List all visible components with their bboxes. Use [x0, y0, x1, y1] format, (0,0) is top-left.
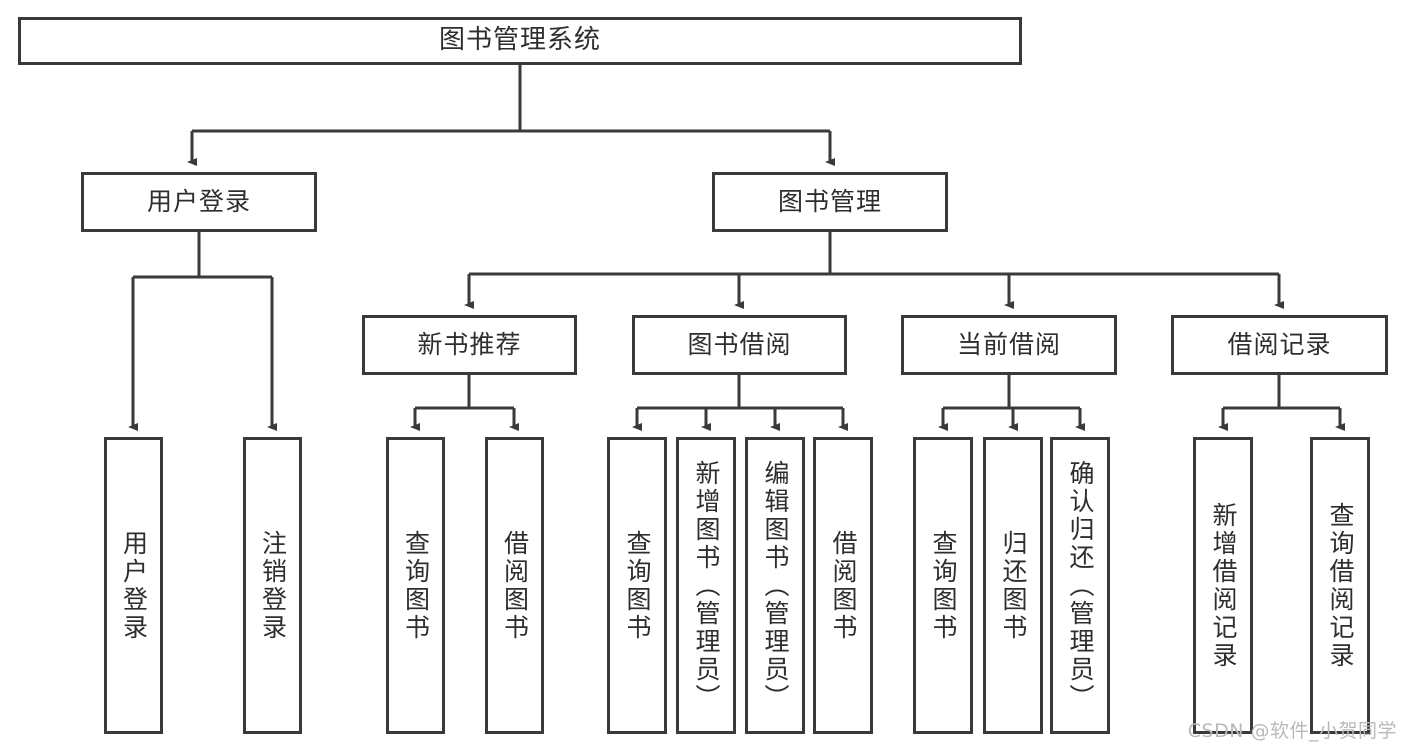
leaf-book-borrow-add-label: 新增图书（管理员） — [692, 459, 721, 712]
leaf-user-login-login[interactable]: 用户登录 — [104, 437, 163, 734]
node-book-management[interactable]: 图书管理 — [712, 172, 948, 232]
node-book-borrow-label: 图书借阅 — [687, 330, 792, 359]
node-borrow-records[interactable]: 借阅记录 — [1171, 315, 1388, 375]
leaf-new-book-borrow-label: 借阅图书 — [500, 529, 530, 642]
leaf-borrow-records-add[interactable]: 新增借阅记录 — [1193, 437, 1253, 734]
node-current-borrow-label: 当前借阅 — [956, 330, 1061, 359]
node-root-book-management-system[interactable]: 图书管理系统 — [18, 17, 1022, 65]
watermark-text: CSDN @软件_小贺同学 — [1187, 720, 1397, 742]
leaf-user-login-logout[interactable]: 注销登录 — [243, 437, 302, 734]
leaf-current-borrow-confirm-label: 确认归还（管理员） — [1066, 459, 1095, 712]
node-new-book-recommend-label: 新书推荐 — [417, 330, 522, 359]
leaf-user-login-logout-label: 注销登录 — [258, 529, 288, 642]
leaf-book-borrow-borrow[interactable]: 借阅图书 — [813, 437, 873, 734]
leaf-user-login-login-label: 用户登录 — [119, 529, 149, 642]
leaf-current-borrow-return-label: 归还图书 — [999, 529, 1028, 642]
leaf-current-borrow-return[interactable]: 归还图书 — [983, 437, 1043, 734]
node-book-management-label: 图书管理 — [777, 187, 882, 216]
leaf-new-book-query[interactable]: 查询图书 — [386, 437, 445, 734]
node-user-login[interactable]: 用户登录 — [81, 172, 317, 232]
leaf-current-borrow-query-label: 查询图书 — [929, 529, 958, 642]
leaf-book-borrow-edit-label: 编辑图书（管理员） — [761, 459, 790, 712]
node-current-borrow[interactable]: 当前借阅 — [901, 315, 1117, 375]
node-book-borrow[interactable]: 图书借阅 — [632, 315, 847, 375]
leaf-book-borrow-edit[interactable]: 编辑图书（管理员） — [745, 437, 805, 734]
leaf-borrow-records-add-label: 新增借阅记录 — [1209, 501, 1238, 670]
leaf-new-book-query-label: 查询图书 — [401, 529, 431, 642]
leaf-book-borrow-add[interactable]: 新增图书（管理员） — [676, 437, 736, 734]
node-borrow-records-label: 借阅记录 — [1227, 330, 1332, 359]
node-user-login-label: 用户登录 — [146, 187, 251, 216]
node-new-book-recommend[interactable]: 新书推荐 — [362, 315, 577, 375]
leaf-borrow-records-query-label: 查询借阅记录 — [1326, 501, 1355, 670]
leaf-book-borrow-query[interactable]: 查询图书 — [607, 437, 667, 734]
leaf-book-borrow-query-label: 查询图书 — [623, 529, 652, 642]
node-root-label: 图书管理系统 — [438, 25, 601, 56]
leaf-new-book-borrow[interactable]: 借阅图书 — [485, 437, 544, 734]
leaf-borrow-records-query[interactable]: 查询借阅记录 — [1310, 437, 1370, 734]
leaf-book-borrow-borrow-label: 借阅图书 — [829, 529, 858, 642]
leaf-current-borrow-query[interactable]: 查询图书 — [913, 437, 973, 734]
leaf-current-borrow-confirm[interactable]: 确认归还（管理员） — [1050, 437, 1110, 734]
